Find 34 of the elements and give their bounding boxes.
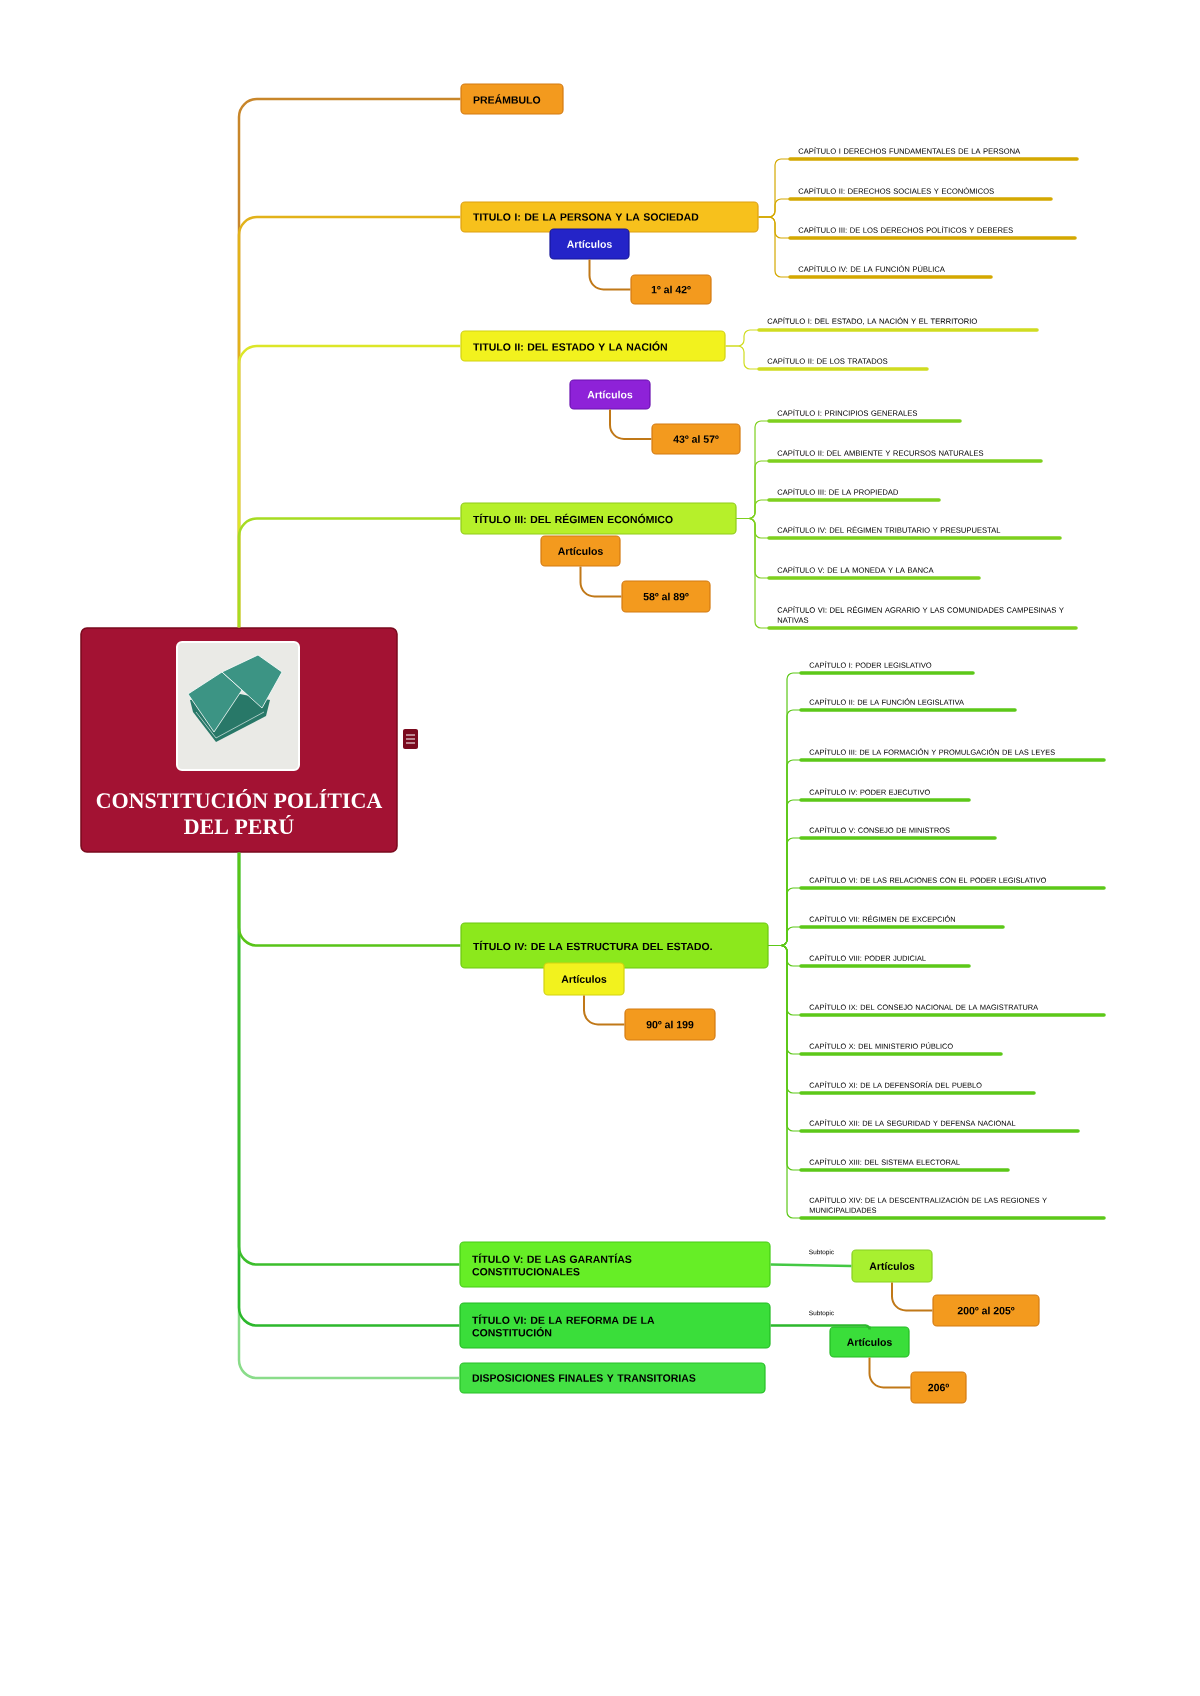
range-box: 58º al 89º xyxy=(621,580,711,613)
range-box: 200º al 205º xyxy=(932,1294,1040,1327)
branch-line xyxy=(588,258,632,291)
branch-line xyxy=(237,852,461,947)
topic-box: TÍTULO VI: DE LA REFORMA DE LA CONSTITUCIÓN xyxy=(459,1302,771,1349)
topic-box: DISPOSICIONES FINALES Y TRANSITORIAS xyxy=(459,1362,766,1394)
subtopic-box: Artículos xyxy=(549,228,630,260)
branch-line xyxy=(768,944,802,1219)
branch-line xyxy=(583,994,626,1026)
branch-line xyxy=(725,345,760,370)
branch-line xyxy=(736,517,770,629)
subtopic-box: Artículos xyxy=(851,1249,933,1283)
subtopic-box: Artículos xyxy=(569,379,651,410)
branch-line xyxy=(770,1324,871,1331)
topic-box: PREÁMBULO xyxy=(460,83,564,115)
subtopic-box: Artículos xyxy=(540,535,621,567)
topic-box: TITULO I: DE LA PERSONA Y LA SOCIEDAD xyxy=(460,201,759,233)
topic-box: TÍTULO IV: DE LA ESTRUCTURA DEL ESTADO. xyxy=(460,922,769,969)
branch-line xyxy=(237,517,461,628)
branch-line xyxy=(868,1356,912,1389)
branch-line xyxy=(758,216,791,278)
range-box: 206º xyxy=(910,1371,967,1404)
subtopic-box: Artículos xyxy=(543,962,625,996)
range-box: 90º al 199 xyxy=(624,1008,716,1041)
branch-line xyxy=(609,408,653,440)
branch-line xyxy=(770,1263,852,1268)
topic-box: TÍTULO III: DEL RÉGIMEN ECONÓMICO xyxy=(460,502,737,535)
branch-line xyxy=(891,1281,934,1312)
topic-box: TÍTULO V: DE LAS GARANTÍAS CONSTITUCIONALES xyxy=(459,1241,771,1288)
range-box: 43º al 57º xyxy=(651,423,741,455)
branch-line xyxy=(579,565,623,598)
range-box: 1º al 42º xyxy=(630,274,712,305)
topic-box: TITULO II: DEL ESTADO Y LA NACIÓN xyxy=(460,330,726,362)
subtopic-box: Artículos xyxy=(829,1326,910,1358)
